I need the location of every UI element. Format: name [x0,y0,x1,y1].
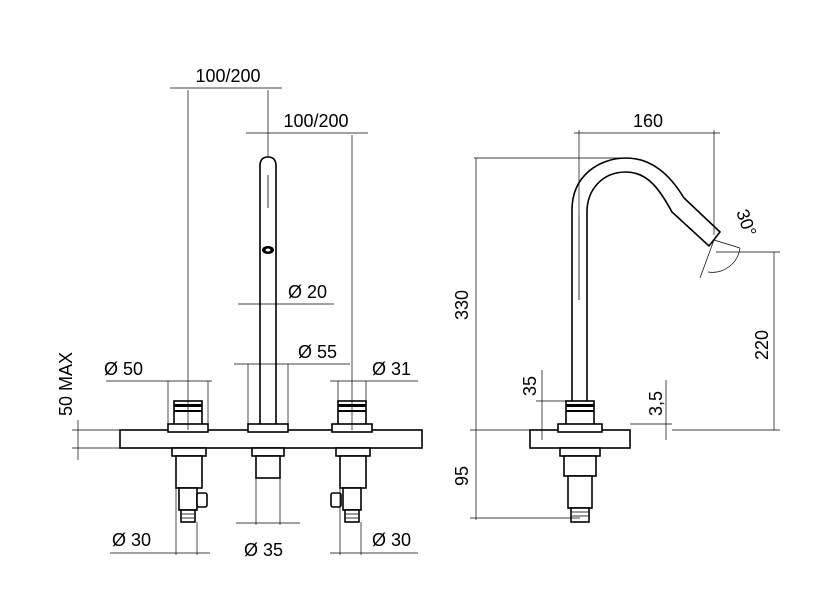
label-handle-left-dia: Ø 50 [104,359,143,379]
dim-base-dia: Ø 55 [234,342,350,424]
dim-handle-right-dia: Ø 31 [330,359,418,401]
label-handle-height: 35 [520,376,540,396]
label-base-dia: Ø 55 [298,342,337,362]
dim-max-deck: 50 MAX [56,352,120,460]
side-view: 160 30° 330 220 35 [452,111,780,523]
label-total-height: 330 [452,290,472,320]
label-below-deck: 95 [452,466,472,486]
label-shank-right-dia: Ø 30 [372,530,411,550]
dim-spout-height: 220 [672,251,780,431]
gooseneck-spout [571,157,722,425]
spout-shank [255,455,281,479]
label-spout-dia: Ø 20 [288,282,327,302]
side-handle [557,400,603,523]
dim-shank-right-dia: Ø 30 [330,488,418,555]
handle-right [330,400,373,523]
dim-total-height: 330 [452,157,626,430]
spout-base-flange [247,423,289,433]
dim-handle-height: 35 [520,370,566,440]
label-shank-left-dia: Ø 30 [112,530,151,550]
front-view: 100/200 100/200 Ø 20 Ø 55 Ø 50 [56,66,423,560]
dim-spout-dia: Ø 20 [238,282,334,305]
label-handle-right-dia: Ø 31 [372,359,411,379]
label-max-deck: 50 MAX [56,352,76,416]
label-reach: 160 [633,111,663,131]
dim-shank-left-dia: Ø 30 [110,488,210,555]
dim-spacing-left: 100/200 [170,66,282,430]
label-shank-center-dia: Ø 35 [244,540,283,560]
dim-reach: 160 [574,111,720,235]
dim-below-deck: 95 [452,429,580,520]
dim-handle-left-dia: Ø 50 [104,359,212,424]
label-spacing-left: 100/200 [195,66,260,86]
center-spout [247,156,289,479]
label-angle: 30° [732,207,760,239]
label-spacing-right: 100/200 [283,111,348,131]
dim-shank-center-dia: Ø 35 [236,478,300,560]
label-spout-height: 220 [752,330,772,360]
dim-plate-thickness: 3,5 [630,380,672,440]
label-plate-thickness: 3,5 [646,391,666,416]
